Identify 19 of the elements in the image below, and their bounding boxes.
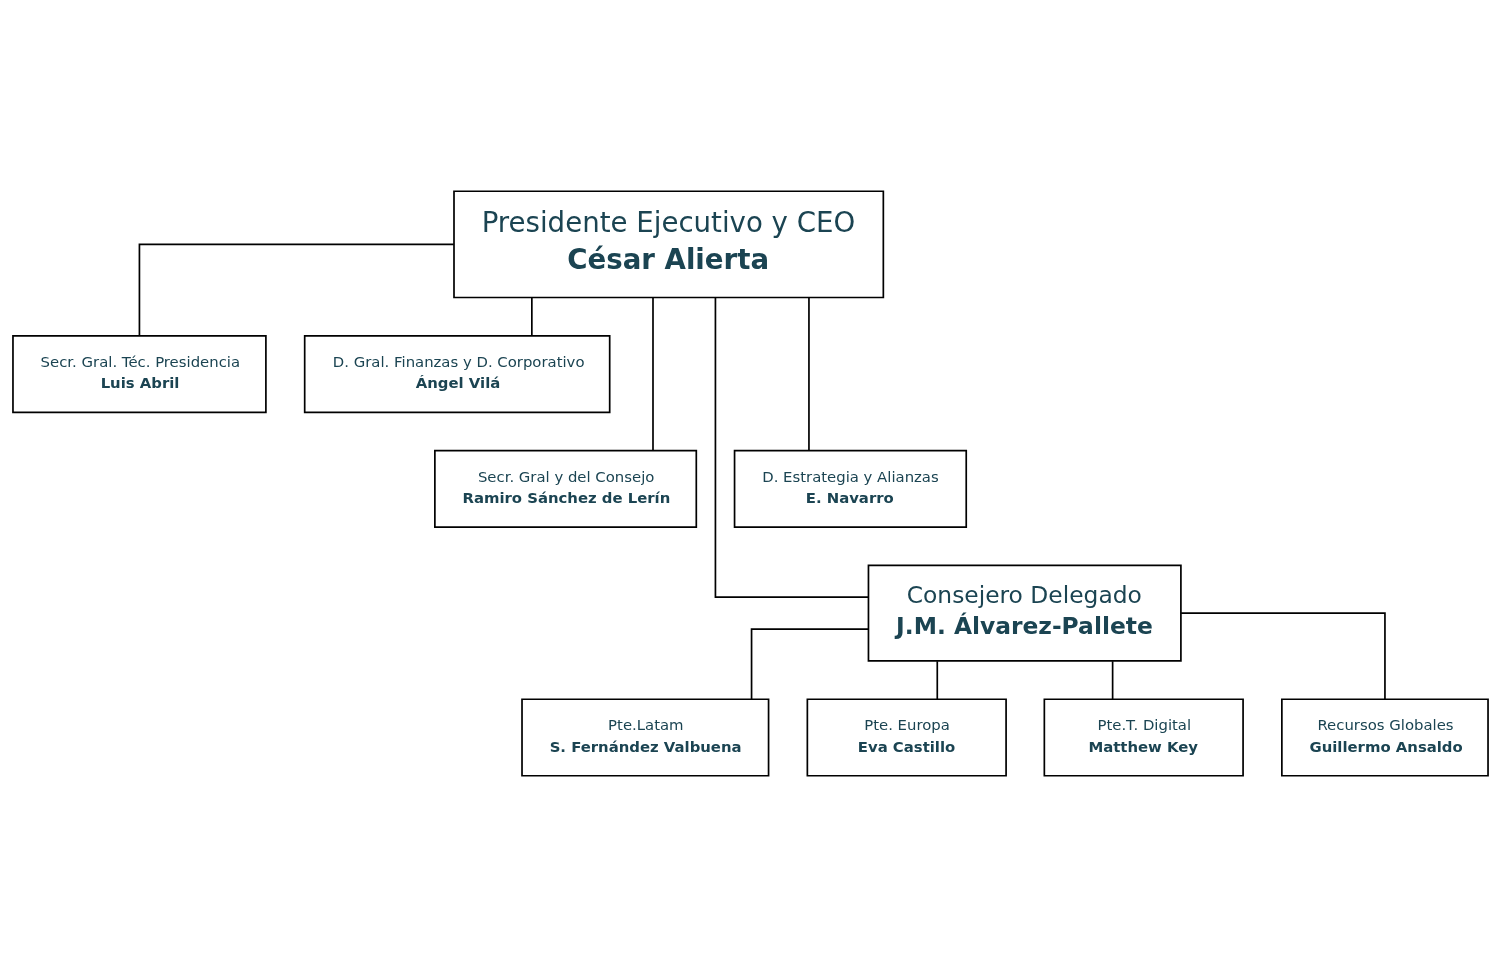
node-box: Secr. Gral. Téc. Presidencia Luis Abril [12,334,267,414]
connector [936,660,939,701]
connector [750,628,870,700]
node-box: Presidente Ejecutivo y CEO César Alierta [453,190,885,299]
connector [1111,660,1114,701]
connector [652,296,654,452]
connector [808,296,810,452]
connector [531,297,533,337]
connector [714,296,870,599]
connector [138,243,455,337]
node-box: Consejero Delegado J.M. Álvarez-Pallete [867,564,1182,662]
node-box: Pte. Europa Eva Castillo [806,698,1007,777]
node-box: Pte.Latam S. Fernández Valbuena [521,698,770,777]
node-box: Pte.T. Digital Matthew Key [1043,698,1244,777]
node-box: Secr. Gral y del Consejo Ramiro Sánchez de Lerín [434,449,698,528]
node-box: D. Gral. Finanzas y D. Corporativo Ángel Vilá [303,334,611,414]
node-box: Recursos Globales Guillermo Ansaldo [1281,698,1489,777]
connector [1180,612,1386,700]
node-box: D. Estrategia y Alianzas E. Navarro [733,449,968,528]
